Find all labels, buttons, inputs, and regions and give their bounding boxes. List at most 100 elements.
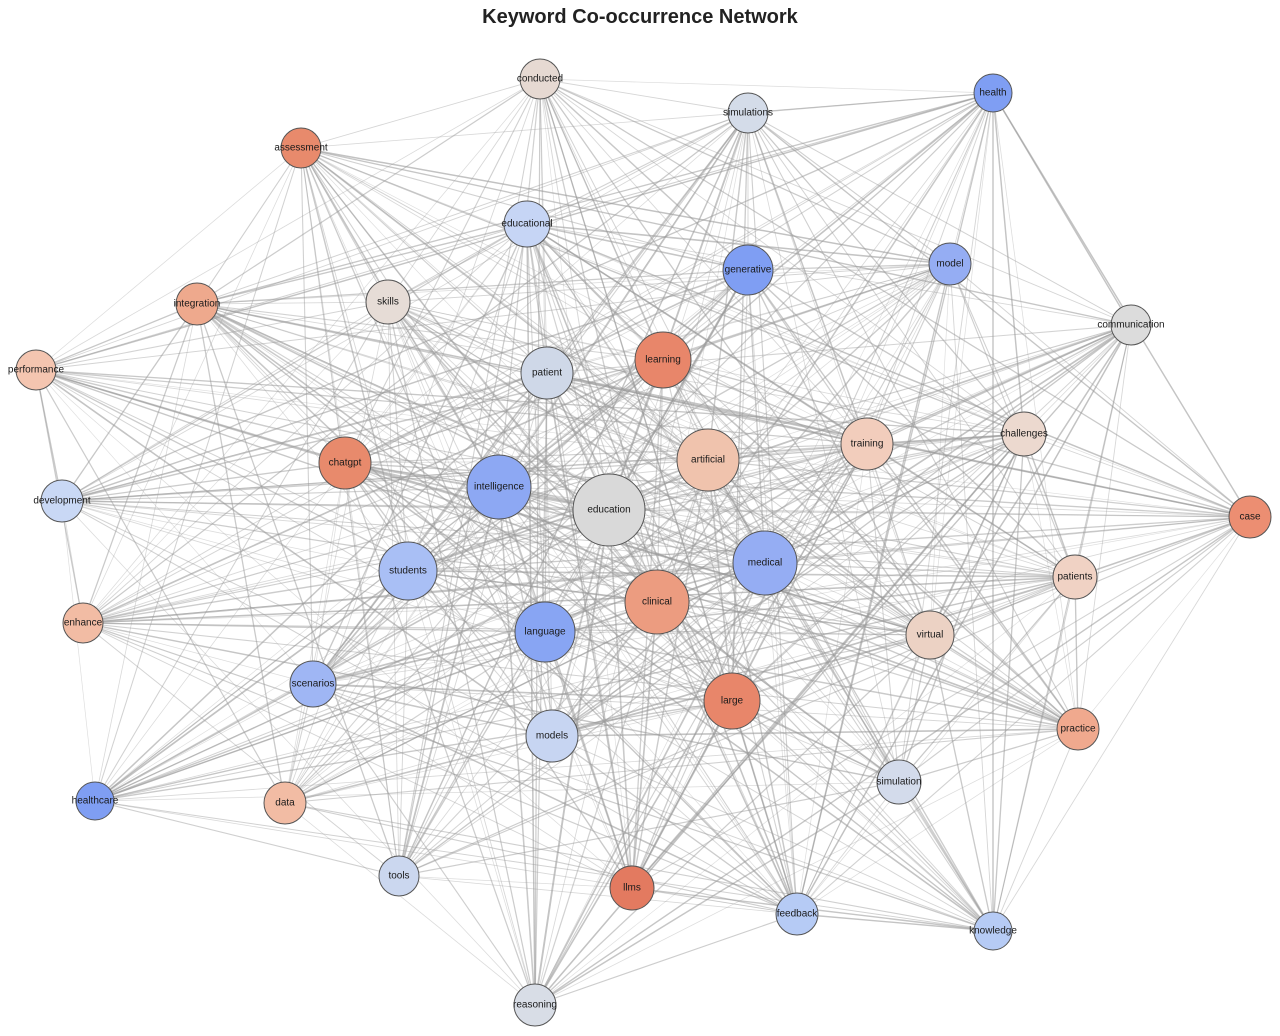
node-circle-feedback[interactable] bbox=[775, 892, 819, 936]
node-scenarios[interactable]: scenarios bbox=[289, 660, 337, 708]
node-circle-learning[interactable] bbox=[634, 331, 692, 389]
node-label-virtual: virtual bbox=[917, 630, 944, 641]
node-circle-generative[interactable] bbox=[722, 244, 774, 296]
edge-patient-llms bbox=[546, 372, 633, 889]
edge-development-medical bbox=[61, 500, 766, 564]
node-llms[interactable]: llms bbox=[609, 865, 655, 911]
node-circle-healthcare[interactable] bbox=[75, 781, 115, 821]
node-medical[interactable]: medical bbox=[732, 530, 798, 596]
node-models[interactable]: models bbox=[525, 709, 579, 763]
edge-integration-skills bbox=[196, 301, 389, 305]
node-label-large: large bbox=[721, 696, 744, 707]
edge-enhance-llms bbox=[82, 622, 633, 889]
node-circle-patient[interactable] bbox=[520, 346, 574, 400]
node-circle-integration[interactable] bbox=[175, 282, 219, 326]
node-integration[interactable]: integration bbox=[174, 282, 221, 326]
edge-model-education bbox=[608, 263, 951, 511]
node-circle-case[interactable] bbox=[1228, 495, 1272, 539]
node-intelligence[interactable]: intelligence bbox=[466, 454, 532, 520]
node-circle-health[interactable] bbox=[973, 73, 1013, 113]
node-circle-simulations[interactable] bbox=[727, 92, 769, 134]
node-circle-reasoning[interactable] bbox=[513, 983, 557, 1027]
edge-students-tools bbox=[398, 570, 409, 877]
node-artificial[interactable]: artificial bbox=[676, 428, 740, 492]
node-circle-virtual[interactable] bbox=[905, 610, 955, 660]
edge-clinical-knowledge bbox=[656, 601, 994, 932]
node-generative[interactable]: generative bbox=[722, 244, 774, 296]
node-circle-clinical[interactable] bbox=[624, 569, 690, 635]
node-patient[interactable]: patient bbox=[520, 346, 574, 400]
node-circle-chatgpt[interactable] bbox=[318, 436, 372, 490]
node-enhance[interactable]: enhance bbox=[62, 602, 104, 644]
node-performance[interactable]: performance bbox=[8, 349, 65, 391]
node-education[interactable]: education bbox=[572, 473, 646, 547]
node-simulations[interactable]: simulations bbox=[723, 92, 773, 134]
node-circle-data[interactable] bbox=[263, 781, 307, 825]
node-chatgpt[interactable]: chatgpt bbox=[318, 436, 372, 490]
node-circle-artificial[interactable] bbox=[676, 428, 740, 492]
edge-intelligence-healthcare bbox=[94, 486, 500, 802]
node-circle-knowledge[interactable] bbox=[973, 911, 1013, 951]
node-training[interactable]: training bbox=[840, 417, 894, 471]
node-data[interactable]: data bbox=[263, 781, 307, 825]
node-circle-development[interactable] bbox=[40, 479, 84, 523]
edge-patients-practice bbox=[1074, 576, 1079, 730]
node-circle-large[interactable] bbox=[703, 672, 761, 730]
edge-communication-scenarios bbox=[312, 324, 1132, 685]
node-challenges[interactable]: challenges bbox=[1000, 411, 1048, 457]
node-circle-practice[interactable] bbox=[1056, 707, 1100, 751]
node-model[interactable]: model bbox=[928, 242, 972, 286]
node-assessment[interactable]: assessment bbox=[274, 127, 328, 169]
node-reasoning[interactable]: reasoning bbox=[513, 983, 557, 1027]
node-circle-enhance[interactable] bbox=[62, 602, 104, 644]
node-virtual[interactable]: virtual bbox=[905, 610, 955, 660]
node-circle-conducted[interactable] bbox=[519, 58, 561, 100]
node-students[interactable]: students bbox=[378, 541, 438, 601]
node-large[interactable]: large bbox=[703, 672, 761, 730]
edge-simulations-models bbox=[551, 112, 749, 737]
node-circle-simulation[interactable] bbox=[876, 759, 922, 805]
edge-large-feedback bbox=[731, 700, 798, 915]
node-practice[interactable]: practice bbox=[1056, 707, 1100, 751]
node-circle-tools[interactable] bbox=[378, 855, 420, 897]
node-circle-skills[interactable] bbox=[365, 279, 411, 325]
edge-students-reasoning bbox=[407, 570, 536, 1006]
node-feedback[interactable]: feedback bbox=[775, 892, 819, 936]
node-circle-patients[interactable] bbox=[1052, 554, 1098, 600]
node-circle-students[interactable] bbox=[378, 541, 438, 601]
node-circle-intelligence[interactable] bbox=[466, 454, 532, 520]
node-language[interactable]: language bbox=[514, 601, 576, 663]
node-clinical[interactable]: clinical bbox=[624, 569, 690, 635]
node-circle-education[interactable] bbox=[572, 473, 646, 547]
node-educational[interactable]: educational bbox=[501, 200, 553, 248]
node-knowledge[interactable]: knowledge bbox=[969, 911, 1017, 951]
node-circle-llms[interactable] bbox=[609, 865, 655, 911]
node-case[interactable]: case bbox=[1228, 495, 1272, 539]
node-communication[interactable]: communication bbox=[1097, 304, 1165, 346]
node-circle-medical[interactable] bbox=[732, 530, 798, 596]
node-label-language: language bbox=[524, 627, 566, 638]
node-conducted[interactable]: conducted bbox=[517, 58, 563, 100]
node-circle-model[interactable] bbox=[928, 242, 972, 286]
node-circle-assessment[interactable] bbox=[280, 127, 322, 169]
node-circle-challenges[interactable] bbox=[1001, 411, 1047, 457]
node-learning[interactable]: learning bbox=[634, 331, 692, 389]
node-skills[interactable]: skills bbox=[365, 279, 411, 325]
node-circle-models[interactable] bbox=[525, 709, 579, 763]
node-circle-scenarios[interactable] bbox=[289, 660, 337, 708]
node-tools[interactable]: tools bbox=[378, 855, 420, 897]
node-circle-training[interactable] bbox=[840, 417, 894, 471]
node-patients[interactable]: patients bbox=[1052, 554, 1098, 600]
node-healthcare[interactable]: healthcare bbox=[72, 781, 119, 821]
node-development[interactable]: development bbox=[33, 479, 91, 523]
node-circle-performance[interactable] bbox=[15, 349, 57, 391]
node-simulation[interactable]: simulation bbox=[876, 759, 922, 805]
node-circle-language[interactable] bbox=[514, 601, 576, 663]
node-circle-communication[interactable] bbox=[1110, 304, 1152, 346]
edge-educational-feedback bbox=[526, 223, 798, 915]
edge-development-students bbox=[61, 500, 409, 572]
node-label-communication: communication bbox=[1097, 320, 1164, 331]
node-health[interactable]: health bbox=[973, 73, 1013, 113]
node-circle-educational[interactable] bbox=[503, 200, 551, 248]
edge-artificial-simulation bbox=[707, 459, 900, 783]
